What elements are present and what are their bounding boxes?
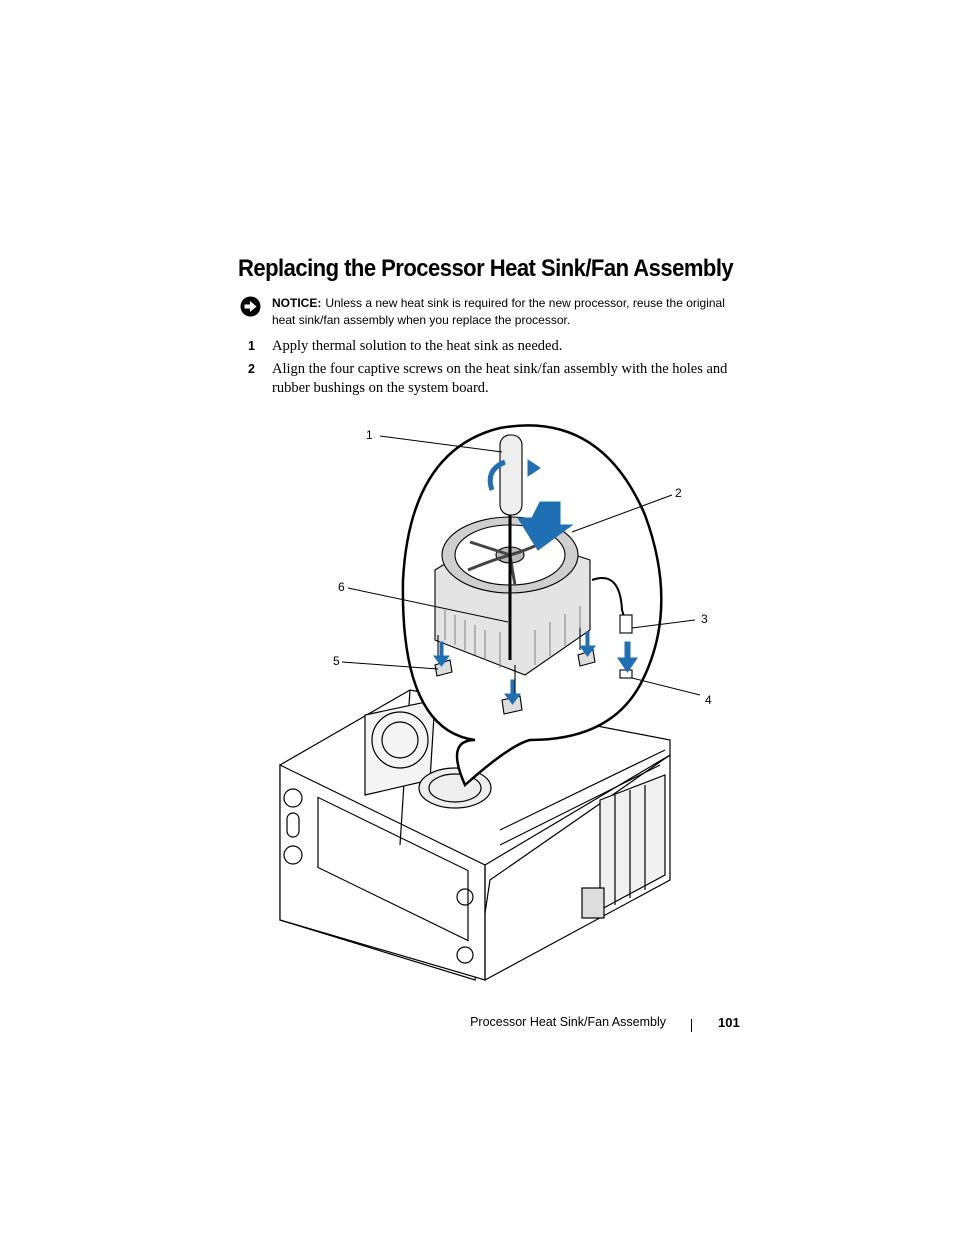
callout-4: 4 <box>705 693 712 707</box>
computer-chassis <box>279 689 671 982</box>
heat-sink-diagram <box>279 424 701 982</box>
notice-text: NOTICE:Unless a new heat sink is require… <box>272 295 742 329</box>
push-down-arrow <box>517 501 574 551</box>
callout-6: 6 <box>338 580 345 594</box>
step-item: 2 Align the four captive screws on the h… <box>248 360 748 399</box>
footer-page-number: 101 <box>718 1015 740 1030</box>
callout-2: 2 <box>675 486 682 500</box>
notice-body: Unless a new heat sink is required for t… <box>272 296 725 327</box>
callout-5: 5 <box>333 654 340 668</box>
step-text: Align the four captive screws on the hea… <box>272 360 728 397</box>
callout-leaders <box>341 435 701 696</box>
step-number: 1 <box>248 339 255 353</box>
footer-chapter-title: Processor Heat Sink/Fan Assembly <box>470 1015 666 1029</box>
rotate-arrowhead <box>527 459 541 477</box>
step-text: Apply thermal solution to the heat sink … <box>272 338 563 354</box>
callout-3: 3 <box>701 612 708 626</box>
step-number: 2 <box>248 361 255 376</box>
direction-arrows <box>433 459 638 705</box>
notice-label: NOTICE: <box>272 296 322 310</box>
page-title: Replacing the Processor Heat Sink/Fan As… <box>238 255 734 282</box>
notice-arrow-icon <box>240 296 261 317</box>
heat-sink-illustration: 1 2 3 4 5 6 <box>270 410 750 995</box>
step-item: 1 Apply thermal solution to the heat sin… <box>248 337 748 357</box>
rotate-arrow <box>487 459 507 491</box>
footer-separator <box>691 1019 692 1032</box>
callout-1: 1 <box>366 428 373 442</box>
steps-list: 1 Apply thermal solution to the heat sin… <box>248 337 748 402</box>
